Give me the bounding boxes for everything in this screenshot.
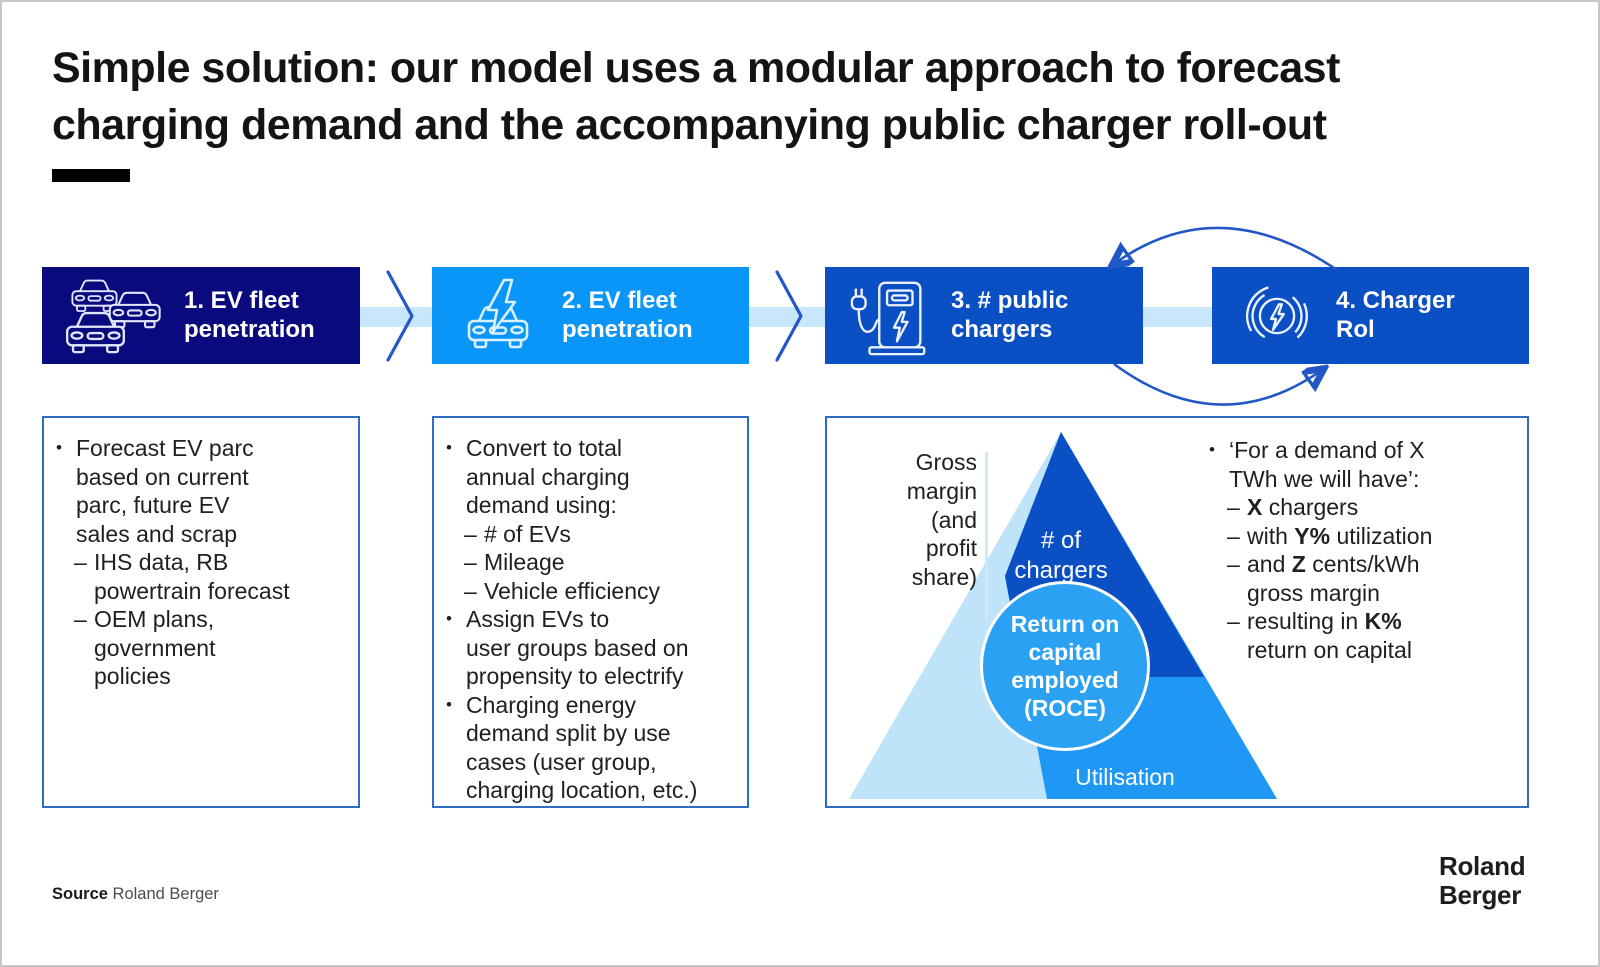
step-label: 1. EV fleet penetration xyxy=(184,286,315,343)
utilisation-label: Utilisation xyxy=(1075,764,1175,790)
roi-summary-list: • ‘For a demand of X TWh we will have’: –… xyxy=(1209,436,1521,664)
title-underline xyxy=(52,169,130,182)
bullet-marker: • xyxy=(446,694,452,714)
source-value: Roland Berger xyxy=(112,885,219,903)
list-item: –# of EVs xyxy=(446,520,741,549)
list-item: –with Y% utilization xyxy=(1209,522,1521,551)
dash-marker: – xyxy=(1227,608,1240,635)
list-item: –X chargers xyxy=(1209,493,1521,522)
detail-box-ev-parc: • Forecast EV parc based on current parc,… xyxy=(42,416,360,808)
list-item: • ‘For a demand of X TWh we will have’: xyxy=(1209,436,1521,493)
list-item-text: and Z cents/kWh gross margin xyxy=(1247,551,1420,606)
list-item: –Mileage xyxy=(446,548,741,577)
list-item: –IHS data, RB powertrain forecast xyxy=(56,548,348,605)
car-fleet-icon xyxy=(65,279,161,353)
roce-circle: Return on capital employed (ROCE) xyxy=(980,581,1150,751)
step-charger-roi: 4. Charger Rol xyxy=(1212,267,1529,364)
list-item: –Vehicle efficiency xyxy=(446,577,741,606)
list-item: • Convert to total annual charging demand… xyxy=(446,434,741,520)
bullet-marker: • xyxy=(446,438,452,457)
dash-marker: – xyxy=(464,520,477,547)
charging-station-icon xyxy=(850,281,926,355)
list-item-text: IHS data, RB powertrain forecast xyxy=(94,549,290,604)
list-item: –and Z cents/kWh gross margin xyxy=(1209,550,1521,607)
list-item: –resulting in K% return on capital xyxy=(1209,607,1521,664)
source-label: Source xyxy=(52,885,108,903)
list-item-text: Charging energy demand split by use case… xyxy=(466,691,698,804)
step-ev-fleet-penetration-2: 2. EV fleet penetration xyxy=(432,267,749,364)
chevron-right-icon xyxy=(775,270,803,362)
num-chargers-label: # of chargers xyxy=(1014,527,1108,584)
list-item-text: OEM plans, government policies xyxy=(94,606,216,690)
roland-berger-logo: Roland Berger xyxy=(1439,851,1526,910)
dash-marker: – xyxy=(464,577,477,604)
step-label: 4. Charger Rol xyxy=(1336,286,1455,343)
list-item-text: Mileage xyxy=(484,549,565,576)
list-item-text: resulting in K% return on capital xyxy=(1247,608,1412,663)
list-item-text: X chargers xyxy=(1247,494,1359,521)
dash-marker: – xyxy=(74,549,87,576)
gross-margin-label: Gross margin (and profit share) xyxy=(906,449,977,590)
list-item: • Charging energy demand split by use cas… xyxy=(446,691,741,805)
dash-marker: – xyxy=(1227,551,1240,578)
page-title: Simple solution: our model uses a modula… xyxy=(52,44,1340,149)
flow-connector-band xyxy=(54,307,1516,327)
dash-marker: – xyxy=(74,606,87,633)
list-item-text: Vehicle efficiency xyxy=(484,577,661,604)
list-item-text: # of EVs xyxy=(484,520,571,547)
chevron-right-icon xyxy=(386,270,414,362)
list-item-text: Forecast EV parc based on current parc, … xyxy=(76,435,254,547)
bullet-marker: • xyxy=(1209,440,1215,459)
step-label: 2. EV fleet penetration xyxy=(562,286,693,343)
divider-line xyxy=(985,452,988,620)
dash-marker: – xyxy=(1227,494,1240,521)
ev-car-icon xyxy=(467,278,529,348)
list-item-text: ‘For a demand of X TWh we will have’: xyxy=(1229,437,1425,492)
dash-marker: – xyxy=(464,549,477,576)
charger-roi-icon xyxy=(1246,284,1308,347)
step-label: 3. # public chargers xyxy=(951,286,1069,343)
list-item: • Assign EVs to user groups based on prop… xyxy=(446,605,741,691)
bullet-marker: • xyxy=(446,609,452,629)
bullet-marker: • xyxy=(56,438,62,457)
step-public-chargers: 3. # public chargers xyxy=(825,267,1143,364)
list-item: • Forecast EV parc based on current parc,… xyxy=(56,434,348,548)
dash-marker: – xyxy=(1227,522,1240,549)
list-item-text: Convert to total annual charging demand … xyxy=(466,435,630,519)
step-ev-fleet-penetration-1: 1. EV fleet penetration xyxy=(42,267,360,364)
list-item-text: Assign EVs to user groups based on prope… xyxy=(466,606,689,690)
list-item-text: with Y% utilization xyxy=(1247,522,1433,549)
source-note: Source Roland Berger xyxy=(52,885,219,904)
list-item: –OEM plans, government policies xyxy=(56,605,348,691)
detail-box-roce-triangle: Gross margin (and profit share) # of cha… xyxy=(825,416,1529,808)
detail-box-charging-demand: • Convert to total annual charging demand… xyxy=(432,416,749,808)
